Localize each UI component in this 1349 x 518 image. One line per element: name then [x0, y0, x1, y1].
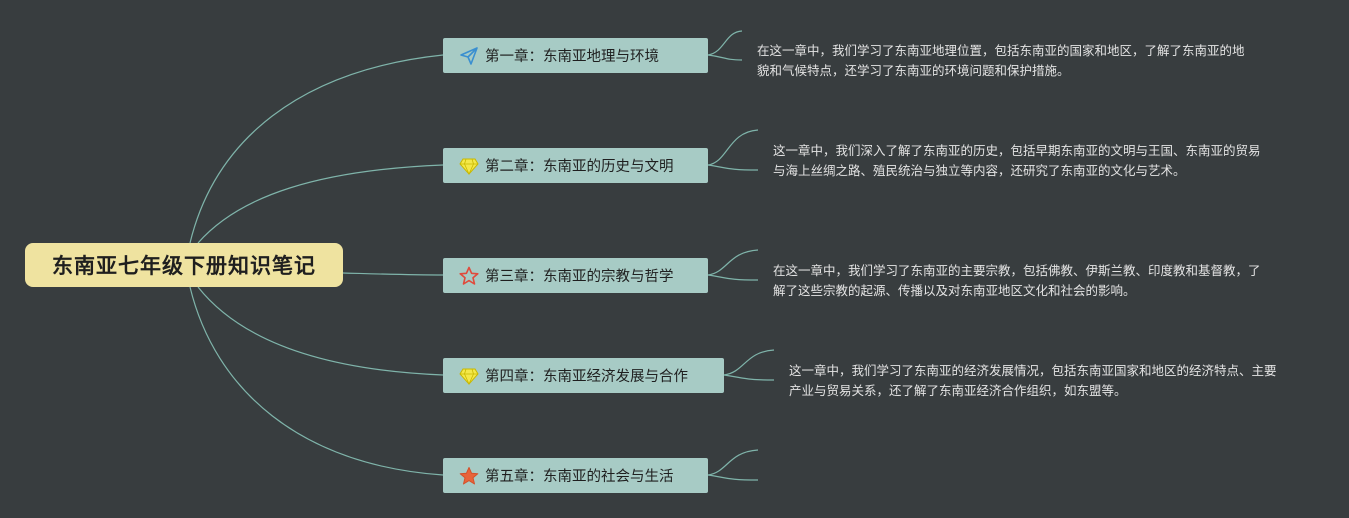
chapter-4-topic[interactable]: 第四章：东南亚经济发展与合作 [443, 358, 724, 393]
link-ch5-fork [707, 474, 759, 481]
chapter-3-label: 第三章：东南亚的宗教与哲学 [485, 269, 674, 285]
link-ch1-note [707, 30, 743, 56]
link-root-ch1 [189, 54, 444, 244]
chapter-1-note: 在这一章中，我们学习了东南亚地理位置，包括东南亚的国家和地区，了解了东南亚的地貌… [757, 43, 1245, 78]
paper-plane-icon [459, 46, 479, 66]
chapter-3-note: 在这一章中，我们学习了东南亚的主要宗教，包括佛教、伊斯兰教、印度教和基督教，了解… [773, 263, 1261, 298]
diamond-icon [459, 156, 479, 176]
star-filled-icon [459, 466, 479, 486]
chapter-5-label: 第五章：东南亚的社会与生活 [485, 469, 674, 485]
root-topic[interactable]: 东南亚七年级下册知识笔记 [25, 243, 343, 287]
diamond-icon [459, 366, 479, 386]
chapter-1-topic[interactable]: 第一章：东南亚地理与环境 [443, 38, 708, 73]
link-root-ch4 [197, 286, 444, 376]
link-ch1-fork [707, 54, 743, 61]
link-ch4-fork [723, 374, 775, 381]
chapter-2-note: 这一章中，我们深入了解了东南亚的历史，包括早期东南亚的文明与王国、东南亚的贸易与… [773, 143, 1261, 178]
root-title: 东南亚七年级下册知识笔记 [52, 254, 316, 278]
chapter-2-label: 第二章：东南亚的历史与文明 [485, 159, 674, 175]
link-root-ch5 [189, 286, 444, 476]
chapter-4-note: 这一章中，我们学习了东南亚的经济发展情况，包括东南亚国家和地区的经济特点、主要产… [789, 363, 1277, 398]
link-ch5-note [707, 449, 759, 476]
chapter-4-label: 第四章：东南亚经济发展与合作 [485, 369, 688, 385]
chapter-5-topic[interactable]: 第五章：东南亚的社会与生活 [443, 458, 708, 493]
star-outline-icon [459, 266, 479, 286]
chapter-3-topic[interactable]: 第三章：东南亚的宗教与哲学 [443, 258, 708, 293]
link-ch3-fork [707, 274, 759, 281]
link-ch2-note [707, 129, 759, 166]
link-root-ch3 [342, 272, 444, 276]
chapter-1-label: 第一章：东南亚地理与环境 [485, 49, 659, 65]
chapter-2-topic[interactable]: 第二章：东南亚的历史与文明 [443, 148, 708, 183]
link-root-ch2 [197, 164, 444, 244]
link-ch4-note [723, 349, 775, 376]
link-ch2-fork [707, 164, 759, 171]
link-ch3-note [707, 249, 759, 276]
